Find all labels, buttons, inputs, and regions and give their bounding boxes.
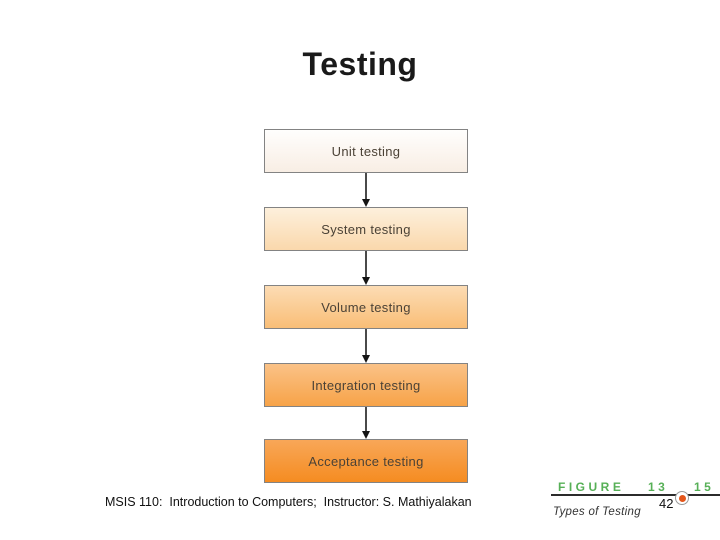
arrow-down-icon xyxy=(362,355,370,363)
arrow-line xyxy=(365,251,367,277)
arrow-line xyxy=(365,407,367,431)
figure-label-word: FIGURE xyxy=(558,480,625,494)
flow-box-label: Volume testing xyxy=(321,299,411,315)
flow-box-label: Unit testing xyxy=(331,143,401,159)
arrow-line xyxy=(365,329,367,355)
figure-caption: Types of Testing xyxy=(553,506,641,518)
flow-box-label: System testing xyxy=(321,221,411,237)
flow-box-label: Integration testing xyxy=(311,377,421,393)
flow-arrow-down xyxy=(264,407,468,439)
arrow-down-icon xyxy=(362,277,370,285)
flow-box-integration-testing: Integration testing xyxy=(264,363,468,407)
footer-course-info: MSIS 110: Introduction to Computers; Ins… xyxy=(105,495,472,509)
flow-box-volume-testing: Volume testing xyxy=(264,285,468,329)
page-number: 42 xyxy=(659,496,674,511)
flow-box-acceptance-testing: Acceptance testing xyxy=(264,439,468,483)
figure-label-number-right: 15 xyxy=(694,480,715,494)
figure-divider-line xyxy=(551,494,720,496)
arrow-down-icon xyxy=(362,199,370,207)
arrow-line xyxy=(365,173,367,199)
flow-box-system-testing: System testing xyxy=(264,207,468,251)
flow-box-label: Acceptance testing xyxy=(308,453,424,469)
figure-marker-icon xyxy=(675,491,689,505)
flow-arrow-down xyxy=(264,251,468,285)
flow-arrow-down xyxy=(264,329,468,363)
figure-label-number-left: 13 xyxy=(648,480,669,494)
figure-marker-dot-icon xyxy=(678,494,686,502)
flow-arrow-down xyxy=(264,173,468,207)
arrow-down-icon xyxy=(362,431,370,439)
flow-diagram: Unit testing System testing Volume testi… xyxy=(264,129,468,485)
page-title: Testing xyxy=(302,46,418,82)
flow-box-unit-testing: Unit testing xyxy=(264,129,468,173)
